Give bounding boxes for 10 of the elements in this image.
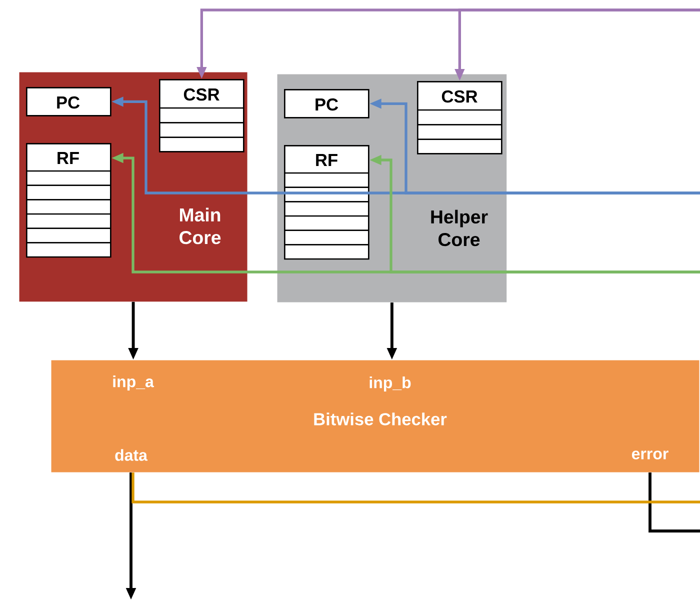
register-box: CSR (159, 79, 244, 152)
register-box: RF (284, 145, 370, 260)
port-label: error (632, 450, 668, 460)
port-label: data (115, 449, 148, 461)
register-box: PC (26, 87, 112, 116)
port-label: inp_b (370, 376, 411, 392)
register-box: RF (26, 143, 112, 258)
port-label: inp_a (113, 376, 154, 390)
register-box: PC (284, 89, 370, 118)
register-box: CSR (417, 81, 502, 154)
